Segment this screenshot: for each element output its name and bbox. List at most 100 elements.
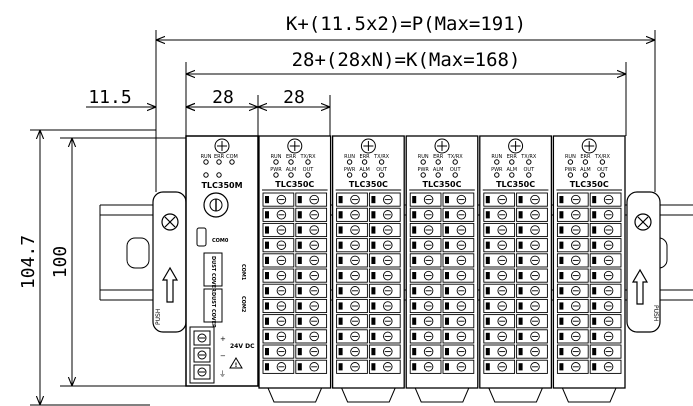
- led-icon: [305, 172, 311, 178]
- terminal-clamp: [592, 363, 597, 371]
- terminal-clamp: [371, 302, 376, 310]
- led-icon: [378, 159, 385, 165]
- terminal-clamp: [445, 302, 449, 310]
- usb-port: [196, 227, 207, 247]
- terminal-clamp: [412, 272, 417, 280]
- terminal-clamp: [485, 226, 490, 234]
- dim-modules-width: 28+(28xN)=K(Max=168): [292, 49, 521, 71]
- main-module: !: [185, 135, 259, 387]
- terminal-clamp: [445, 211, 449, 219]
- led-icon: [435, 172, 441, 178]
- right-end-clamp: [626, 191, 661, 333]
- terminal-clamp: [265, 332, 269, 340]
- terminal-clamp: [297, 241, 302, 249]
- led-icon: [509, 159, 515, 165]
- terminal-clamp: [445, 226, 449, 234]
- left-end-clamp: [152, 191, 187, 333]
- terminal-clamp: [518, 348, 523, 356]
- terminal-clamp: [559, 287, 564, 295]
- led-label-bottom: PWR: [565, 167, 577, 173]
- terminal-clamp: [338, 302, 343, 310]
- port-label-com2: COM2: [240, 296, 246, 313]
- led-label-bottom: OUT: [523, 167, 535, 173]
- led-label-bottom: ALM: [359, 167, 370, 173]
- terminal-clamp: [445, 348, 449, 356]
- led-label-top: RUN: [344, 154, 355, 160]
- terminal-clamp: [445, 256, 449, 264]
- usb-port-label: COM0: [212, 238, 229, 244]
- ext-model-label: TLC350C: [496, 180, 535, 189]
- terminal-clamp: [265, 302, 269, 310]
- terminal-clamp: [485, 256, 490, 264]
- terminal-clamp: [518, 332, 523, 340]
- terminal-clamp: [412, 226, 417, 234]
- bottom-latch: [561, 387, 617, 403]
- led-icon: [346, 172, 353, 178]
- terminal-clamp: [371, 241, 376, 249]
- led-icon: [494, 159, 500, 165]
- terminal-clamp: [445, 332, 449, 340]
- terminal-clamp: [559, 196, 564, 204]
- led-icon: [435, 159, 441, 165]
- terminal-clamp: [592, 211, 597, 219]
- terminal-clamp: [265, 348, 269, 356]
- terminal-clamp: [265, 363, 269, 371]
- terminal-clamp: [445, 272, 449, 280]
- led-label-bottom: PWR: [270, 167, 282, 173]
- terminal-clamp: [297, 363, 302, 371]
- terminal-clamp: [297, 272, 302, 280]
- terminal-clamp: [371, 211, 376, 219]
- terminal-clamp: [592, 348, 597, 356]
- led-label-top: RUN: [418, 154, 429, 160]
- ext-model-label: TLC350C: [275, 180, 314, 189]
- terminal-clamp: [445, 363, 449, 371]
- led-icon: [452, 172, 458, 178]
- terminal-clamp: [371, 256, 376, 264]
- terminal-clamp: [338, 272, 343, 280]
- terminal-clamp: [485, 317, 490, 325]
- terminal-clamp: [485, 196, 490, 204]
- terminal-clamp: [265, 287, 269, 295]
- led-label-top: ERR: [360, 154, 371, 160]
- led-icon: [452, 159, 458, 165]
- terminal-clamp: [559, 302, 564, 310]
- terminal-clamp: [518, 226, 523, 234]
- bottom-latch: [267, 387, 323, 403]
- terminal-clamp: [445, 287, 449, 295]
- bottom-latch: [488, 387, 543, 403]
- led-label-top: TX/RX: [373, 154, 390, 160]
- main-led-label-2: ERR: [214, 154, 225, 160]
- terminal-clamp: [412, 363, 417, 371]
- main-led-label-3: COM: [226, 154, 238, 160]
- led-icon: [509, 172, 515, 178]
- terminal-clamp: [412, 302, 417, 310]
- terminal-clamp: [592, 241, 597, 249]
- led-label-top: RUN: [271, 154, 282, 160]
- led-icon: [273, 172, 279, 178]
- led-icon: [567, 172, 574, 178]
- led-label-bottom: PWR: [491, 167, 503, 173]
- terminal-clamp: [518, 196, 523, 204]
- terminal-clamp: [559, 317, 564, 325]
- terminal-clamp: [297, 211, 302, 219]
- terminal-clamp: [518, 363, 523, 371]
- ext-model-label: TLC350C: [570, 180, 609, 189]
- power-terminal-minus: −: [220, 352, 226, 360]
- led-icon: [378, 172, 385, 178]
- main-model-label: TLC350M: [201, 181, 242, 190]
- led-label-bottom: ALM: [286, 167, 297, 173]
- ext-model-label: TLC350C: [349, 180, 388, 189]
- led-icon: [582, 172, 589, 178]
- terminal-clamp: [412, 348, 417, 356]
- led-icon: [526, 172, 532, 178]
- ext-model-label: TLC350C: [423, 180, 462, 189]
- led-label-top: TX/RX: [299, 154, 316, 160]
- port-label-com1: COM1: [240, 264, 246, 281]
- terminal-clamp: [412, 317, 417, 325]
- dim-overall-width: K+(11.5x2)=P(Max=191): [286, 13, 526, 35]
- terminal-clamp: [338, 287, 343, 295]
